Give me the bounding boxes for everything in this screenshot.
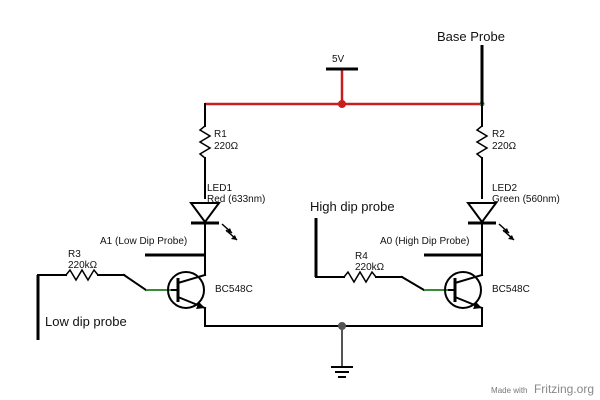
resistor-r4 [343, 270, 449, 292]
low-dip-probe-wire [36, 274, 67, 340]
r4-name: R4 [355, 251, 368, 262]
r2-name: R2 [492, 129, 505, 140]
ground-junction [338, 322, 346, 330]
supply-label: 5V [332, 54, 345, 65]
resistor-r3 [65, 268, 172, 292]
led2-name: LED2 [492, 183, 517, 194]
a1-label: A1 (Low Dip Probe) [100, 236, 187, 247]
resistor-r1 [198, 103, 212, 199]
ground-rail [204, 325, 483, 366]
base-probe-label: Base Probe [437, 29, 505, 44]
q2-label: BC548C [492, 284, 530, 295]
resistor-r2 [475, 103, 489, 199]
q1-label: BC548C [215, 284, 253, 295]
low-dip-probe-label: Low dip probe [45, 314, 127, 329]
led2-value: Green (560nm) [492, 194, 560, 205]
transistor-q2 [444, 271, 484, 327]
fritzing-logo: Fritzing.org [533, 382, 594, 396]
high-dip-probe-wire [314, 218, 345, 278]
transistor-q1 [167, 271, 207, 327]
r4-value: 220kΩ [355, 262, 385, 273]
made-with-label: Made with [491, 386, 528, 395]
power-rail [205, 70, 482, 106]
led1-name: LED1 [207, 183, 232, 194]
a0-label: A0 (High Dip Probe) [380, 236, 469, 247]
r2-value: 220Ω [492, 141, 517, 152]
supply-junction [338, 100, 346, 108]
led1-value: Red (633nm) [207, 194, 265, 205]
fritzing-credit: Made with Fritzing.org [491, 380, 594, 398]
led2-symbol [466, 202, 515, 276]
r1-value: 220Ω [214, 141, 239, 152]
ground-icon [331, 366, 353, 378]
high-dip-probe-label: High dip probe [310, 199, 395, 214]
r1-name: R1 [214, 129, 227, 140]
led1-symbol [189, 202, 238, 276]
r3-name: R3 [68, 249, 81, 260]
r3-value: 220kΩ [68, 260, 98, 271]
